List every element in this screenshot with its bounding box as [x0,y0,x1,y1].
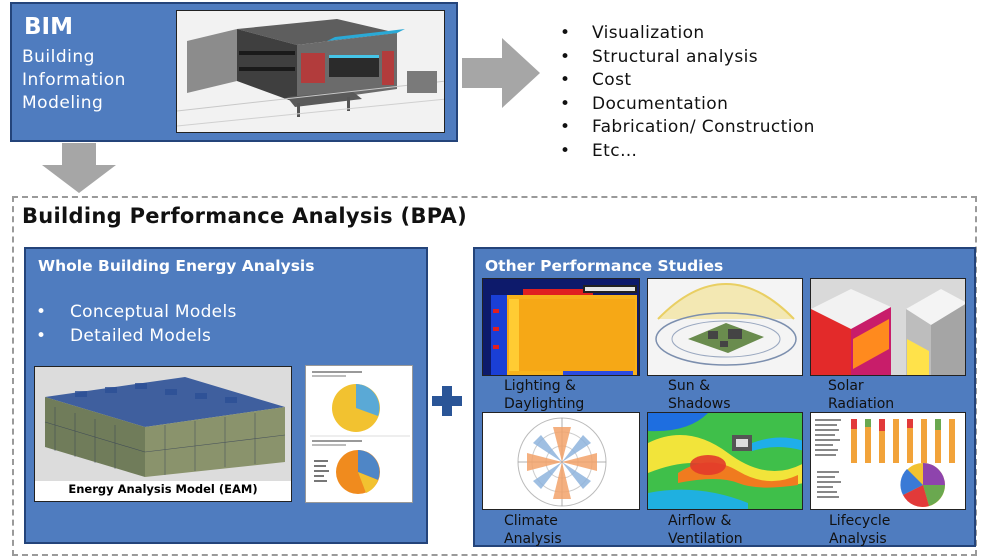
models-list: Conceptual Models Detailed Models [36,300,237,348]
energy-report-image [305,365,413,503]
energy-analysis-model-image [34,366,292,502]
bim-subtitle-line: Building [22,47,95,67]
plus-icon [432,386,462,416]
other-studies-title: Other Performance Studies [485,257,724,275]
bim-subtitle: Building Information Modeling [22,46,126,115]
wind-rose-image [482,412,640,510]
study-label-line: Radiation [828,396,895,412]
bim-title: BIM [24,14,73,40]
list-item: Cost [560,69,815,93]
bim-subtitle-line: Information [22,70,126,90]
study-label-line: Analysis [829,531,887,547]
study-label-airflow: Airflow & Ventilation [668,512,743,548]
bim-subtitle-line: Modeling [22,93,104,113]
daylighting-plan-image [482,278,640,376]
study-label-line: Shadows [668,396,731,412]
study-label-line: Daylighting [504,396,585,412]
arrow-right-icon [462,38,540,108]
study-label-lifecycle: Lifecycle Analysis [829,512,890,548]
list-item: Conceptual Models [36,300,237,324]
study-label-line: Sun & [668,378,710,394]
list-item: Documentation [560,93,815,117]
study-label-lighting: Lighting & Daylighting [504,377,584,413]
list-item: Structural analysis [560,46,815,70]
bpa-title: Building Performance Analysis (BPA) [22,204,467,228]
study-label-solar: Solar Radiation [828,377,894,413]
study-label-line: Solar [828,378,864,394]
list-item: Etc… [560,140,815,164]
study-label-line: Lifecycle [829,513,891,529]
study-label-line: Ventilation [668,531,743,547]
bim-building-image [176,10,445,133]
study-label-line: Climate [504,513,558,529]
study-label-line: Lighting & [504,378,576,394]
solar-radiation-image [810,278,966,376]
list-item: Visualization [560,22,815,46]
whole-building-title: Whole Building Energy Analysis [38,257,315,275]
cfd-airflow-image [647,412,803,510]
study-label-climate: Climate Analysis [504,512,562,548]
arrow-down-icon [42,143,116,193]
sun-path-image [647,278,803,376]
list-item: Detailed Models [36,324,237,348]
study-label-line: Analysis [504,531,562,547]
study-label-sun: Sun & Shadows [668,377,731,413]
list-item: Fabrication/ Construction [560,116,815,140]
study-label-line: Airflow & [668,513,732,529]
bim-benefits-list: Visualization Structural analysis Cost D… [560,22,815,163]
eam-label: Energy Analysis Model (EAM) [68,482,258,496]
lifecycle-chart-image [810,412,966,510]
